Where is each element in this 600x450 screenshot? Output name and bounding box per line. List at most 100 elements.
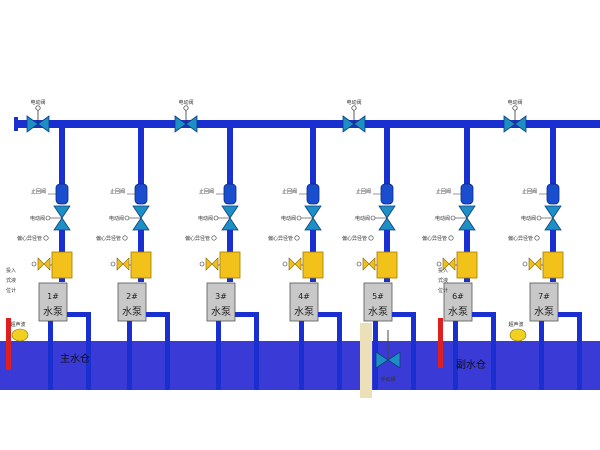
sub-sump-water xyxy=(372,341,600,390)
motorized-valve-icon[interactable] xyxy=(536,205,562,231)
motorized-valve-icon[interactable]: 电动阀 xyxy=(342,99,366,133)
pump-base-pipe xyxy=(299,321,304,390)
strainer-icon xyxy=(127,251,152,279)
bypass-valve-icon[interactable] xyxy=(522,257,542,271)
sump-partition-wall xyxy=(360,323,372,398)
strainer-icon xyxy=(216,251,241,279)
suction-leg-pipe xyxy=(86,312,91,390)
bypass-valve-icon[interactable] xyxy=(110,257,130,271)
pump-name: 水泵 xyxy=(368,306,388,318)
motorized-valve-icon[interactable]: 电动阀 xyxy=(503,99,527,133)
pump-body[interactable]: 4#水泵 xyxy=(289,282,319,322)
pressure-gauge-icon xyxy=(211,235,217,241)
check-valve-icon[interactable] xyxy=(127,183,148,205)
header-valve-label: 电动阀 xyxy=(178,99,193,106)
pump-name: 水泵 xyxy=(211,306,231,318)
bypass-valve-icon[interactable] xyxy=(356,257,376,271)
pump-body[interactable]: 1# 水泵 xyxy=(38,282,68,322)
pump-name: 水泵 xyxy=(43,306,63,318)
reducer-label: 偏心异径管 xyxy=(508,235,533,242)
check-valve-label: 止回阀 xyxy=(282,188,297,195)
check-valve-icon[interactable] xyxy=(539,183,560,205)
pressure-gauge-icon xyxy=(122,235,128,241)
float-switch-label: 超声波 xyxy=(508,321,523,328)
motorized-valve-icon[interactable] xyxy=(124,205,150,231)
pump-number: 2# xyxy=(126,292,138,301)
motorized-valve-icon[interactable] xyxy=(213,205,239,231)
pump-base-pipe xyxy=(539,321,544,390)
pump-name: 水泵 xyxy=(122,306,142,318)
strainer-icon xyxy=(373,251,398,279)
suction-leg-pipe xyxy=(165,312,170,390)
bypass-valve-icon[interactable] xyxy=(436,257,456,271)
check-valve-label: 止回阀 xyxy=(199,188,214,195)
suction-bend-pipe xyxy=(67,312,89,317)
pump-base-pipe xyxy=(216,321,221,390)
motorized-valve-icon[interactable]: 电动阀 xyxy=(26,99,50,133)
pump-number: 7# xyxy=(538,292,550,301)
motorized-valve-icon[interactable] xyxy=(296,205,322,231)
check-valve-icon[interactable] xyxy=(216,183,237,205)
suction-leg-pipe xyxy=(411,312,416,390)
pump-body[interactable]: 3#水泵 xyxy=(206,282,236,322)
pump-body[interactable]: 2# 水泵 xyxy=(117,282,147,322)
pump-body[interactable]: 6# 水泵 xyxy=(443,282,473,322)
riser-pipe xyxy=(310,128,316,184)
reducer-label: 偏心异径管 xyxy=(268,235,293,242)
level-gauge-label: 投入 xyxy=(6,267,16,274)
reducer-label: 偏心异径管 xyxy=(185,235,210,242)
check-valve-icon[interactable] xyxy=(453,183,474,205)
motorized-valve-label: 电动阀 xyxy=(198,215,213,222)
level-gauge-label: 位计 xyxy=(6,287,16,294)
suction-bend-pipe xyxy=(472,312,494,317)
pump-body[interactable]: 7#水泵 xyxy=(529,282,559,322)
riser-pipe xyxy=(59,128,65,184)
manual-valve[interactable]: 手动阀 xyxy=(375,330,401,383)
bypass-valve-icon[interactable] xyxy=(282,257,302,271)
suction-bend-pipe xyxy=(235,312,257,317)
strainer-icon xyxy=(48,251,73,279)
header-end-cap xyxy=(14,117,18,131)
pump-base-pipe xyxy=(127,321,132,390)
check-valve-label: 止回阀 xyxy=(110,188,125,195)
motorized-valve-icon[interactable] xyxy=(370,205,396,231)
pump-body[interactable]: 5# 水泵 xyxy=(363,282,393,322)
check-valve-icon[interactable] xyxy=(299,183,320,205)
riser-pipe xyxy=(464,128,470,184)
bypass-valve-icon[interactable] xyxy=(31,257,51,271)
suction-bend-pipe xyxy=(392,312,414,317)
check-valve-icon[interactable] xyxy=(373,183,394,205)
check-valve-icon[interactable] xyxy=(48,183,69,205)
motorized-valve-icon[interactable] xyxy=(45,205,71,231)
strainer-icon xyxy=(539,251,564,279)
level-gauge-label: 式液 xyxy=(438,277,448,284)
pump-number: 5# xyxy=(372,292,384,301)
suction-bend-pipe xyxy=(558,312,580,317)
header-valve-label: 电动阀 xyxy=(507,99,522,106)
riser-pipe xyxy=(550,128,556,184)
bypass-valve-icon[interactable] xyxy=(199,257,219,271)
float-switch-icon: 超声波 xyxy=(508,321,527,342)
pump-name: 水泵 xyxy=(448,306,468,318)
strainer-icon xyxy=(299,251,324,279)
header-valve-label: 电动阀 xyxy=(346,99,361,106)
suction-leg-pipe xyxy=(337,312,342,390)
pump-name: 水泵 xyxy=(294,306,314,318)
check-valve-label: 止回阀 xyxy=(31,188,46,195)
motorized-valve-label: 电动阀 xyxy=(109,215,124,222)
header-valve-label: 电动阀 xyxy=(30,99,45,106)
level-gauge-label: 位计 xyxy=(438,287,448,294)
pump-number: 1# xyxy=(47,292,59,301)
motorized-valve-icon[interactable]: 电动阀 xyxy=(174,99,198,133)
motorized-valve-icon[interactable] xyxy=(450,205,476,231)
pump-number: 6# xyxy=(452,292,464,301)
pressure-gauge-icon xyxy=(43,235,49,241)
motorized-valve-label: 电动阀 xyxy=(30,215,45,222)
riser-pipe xyxy=(138,128,144,184)
